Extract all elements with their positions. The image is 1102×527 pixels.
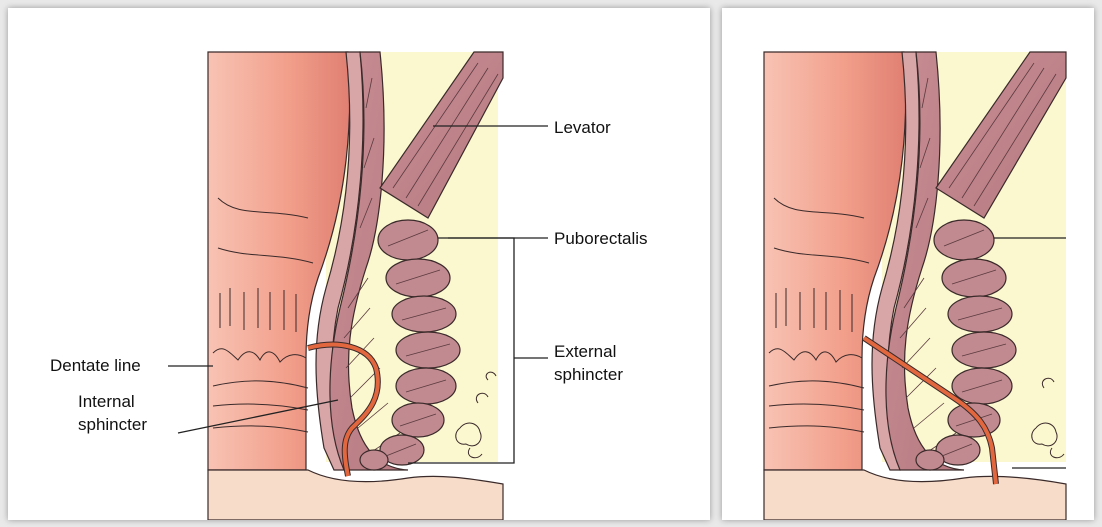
anal-sphincter-illustration-right [722, 8, 1094, 520]
label-puborectalis: Puborectalis [554, 229, 648, 249]
label-external-sphincter-line1: External [554, 342, 616, 362]
label-levator: Levator [554, 118, 611, 138]
diagram-panel-left: Levator Puborectalis External sphincter … [8, 8, 710, 520]
label-internal-sphincter-line2: sphincter [78, 415, 147, 435]
label-dentate-line: Dentate line [50, 356, 141, 376]
diagram-panel-right [722, 8, 1094, 520]
label-external-sphincter-line2: sphincter [554, 365, 623, 385]
anal-sphincter-illustration-left [8, 8, 710, 520]
label-internal-sphincter-line1: Internal [78, 392, 135, 412]
